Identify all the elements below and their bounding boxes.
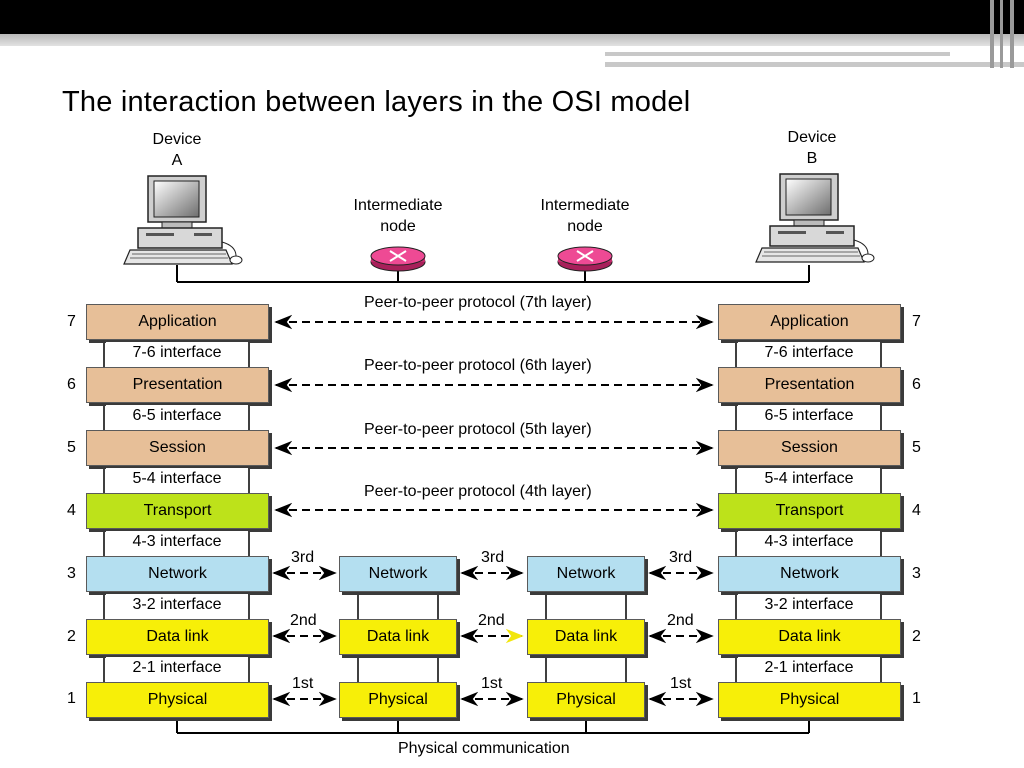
layer-datalink-node2: Data link [527,619,645,655]
layer-physical-node1: Physical [339,682,457,718]
hop-label-1st: 1st [670,675,692,692]
interface-5-4-a: 5-4 interface [106,468,248,490]
interface-4-3-a: 4-3 interface [106,531,248,553]
interface-6-5-b: 6-5 interface [738,405,880,427]
layer-network-node1: Network [339,556,457,592]
decor-stripe [990,0,994,68]
interface-2-1-b: 2-1 interface [738,657,880,679]
decor-stripe [605,62,1024,67]
protocol-label-4: Peer-to-peer protocol (4th layer) [364,483,592,500]
layer-number-1-right: 1 [912,690,921,707]
computer-icon [755,173,875,263]
layer-number-4-right: 4 [912,502,921,519]
physical-communication-line [176,718,810,734]
layer-datalink-a: Data link [86,619,269,655]
layer-presentation-b: Presentation [718,367,901,403]
slide-top-bar [0,0,1024,34]
layer-number-5-left: 5 [67,439,76,456]
layer-number-2-left: 2 [67,628,76,645]
layer-application-a: Application [86,304,269,340]
hop-label-1st: 1st [292,675,314,692]
layer-number-3-left: 3 [67,565,76,582]
hop-label-2nd: 2nd [290,612,317,629]
interface-3-2-a: 3-2 interface [106,594,248,616]
layer-physical-a: Physical [86,682,269,718]
interface-6-5-a: 6-5 interface [106,405,248,427]
layer-number-7-right: 7 [912,313,921,330]
physical-communication-label: Physical communication [396,740,572,758]
layer-session-b: Session [718,430,901,466]
layer-network-b: Network [718,556,901,592]
layer-number-7-left: 7 [67,313,76,330]
layer-number-2-right: 2 [912,628,921,645]
layer-network-node2: Network [527,556,645,592]
layer-number-4-left: 4 [67,502,76,519]
router-icon [370,246,426,272]
slide-grey-bar [0,34,1024,46]
router-icon [557,246,613,272]
hop-label-2nd: 2nd [478,612,505,629]
protocol-label-7: Peer-to-peer protocol (7th layer) [364,294,592,311]
layer-transport-b: Transport [718,493,901,529]
interface-7-6-a: 7-6 interface [106,342,248,364]
layer-number-5-right: 5 [912,439,921,456]
layer-number-3-right: 3 [912,565,921,582]
protocol-label-6: Peer-to-peer protocol (6th layer) [364,357,592,374]
layer-number-6-right: 6 [912,376,921,393]
hop-label-2nd: 2nd [667,612,694,629]
layer-session-a: Session [86,430,269,466]
interface-5-4-b: 5-4 interface [738,468,880,490]
interface-2-1-a: 2-1 interface [106,657,248,679]
layer-datalink-b: Data link [718,619,901,655]
layer-network-a: Network [86,556,269,592]
computer-icon [123,175,243,265]
decor-stripe [605,52,950,56]
protocol-label-5: Peer-to-peer protocol (5th layer) [364,421,592,438]
device-link-line [176,265,810,283]
layer-physical-b: Physical [718,682,901,718]
interface-4-3-b: 4-3 interface [738,531,880,553]
slide-title: The interaction between layers in the OS… [62,86,691,118]
layer-transport-a: Transport [86,493,269,529]
hop-label-3rd: 3rd [291,549,315,566]
decor-stripe [1000,0,1003,68]
hop-label-3rd: 3rd [481,549,505,566]
hop-label-3rd: 3rd [669,549,693,566]
layer-number-1-left: 1 [67,690,76,707]
layer-datalink-node1: Data link [339,619,457,655]
hop-label-1st: 1st [481,675,503,692]
interface-7-6-b: 7-6 interface [738,342,880,364]
layer-application-b: Application [718,304,901,340]
layer-physical-node2: Physical [527,682,645,718]
decor-stripe [1010,0,1014,68]
layer-number-6-left: 6 [67,376,76,393]
interface-3-2-b: 3-2 interface [738,594,880,616]
layer-presentation-a: Presentation [86,367,269,403]
